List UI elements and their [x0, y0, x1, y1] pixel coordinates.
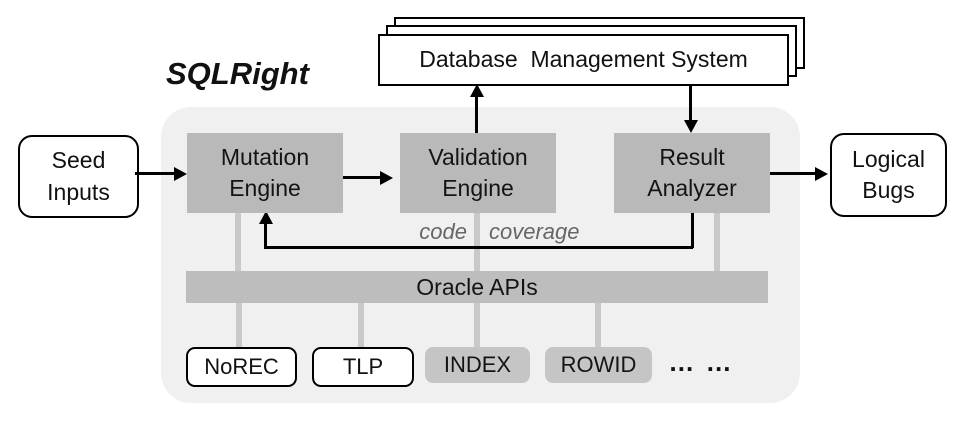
arrow-validation-to-dbms-head: [469, 84, 484, 97]
validation-engine-box: Validation Engine: [400, 133, 556, 213]
arrow-dbms-to-result-line: [689, 84, 692, 121]
oracle-tlp-label: TLP: [342, 354, 384, 379]
seed-inputs-box: Seed Inputs: [18, 135, 139, 218]
result-analyzer-label: Result Analyzer: [647, 143, 737, 201]
oracle-rowid-box: ROWID: [545, 347, 652, 383]
arrow-seed-to-mutation-head: [174, 166, 187, 181]
oracle-norec-box: NoREC: [186, 347, 297, 387]
mutation-engine-label: Mutation Engine: [220, 143, 310, 201]
oracle-rowid-label: ROWID: [560, 352, 637, 377]
logical-bugs-box: Logical Bugs: [830, 133, 947, 217]
stub-bar-to-rowid: [595, 303, 601, 347]
arrow-mutation-to-validation-line: [343, 176, 382, 179]
oracle-index-label: INDEX: [443, 352, 512, 377]
oracle-index-box: INDEX: [425, 347, 530, 383]
stub-result-to-bar: [714, 213, 720, 271]
oracle-tlp-box: TLP: [312, 347, 414, 387]
oracle-apis-label: Oracle APIs: [416, 273, 538, 300]
stub-bar-to-tlp: [358, 303, 364, 347]
feedback-line-right-vertical: [691, 213, 694, 248]
oracle-more-ellipsis: … …: [668, 346, 734, 377]
validation-engine-label: Validation Engine: [428, 143, 528, 201]
oracle-norec-label: NoREC: [204, 354, 279, 379]
arrow-validation-to-dbms-line: [475, 94, 478, 133]
mutation-engine-box: Mutation Engine: [187, 133, 343, 213]
dbms-label: Database Management System: [419, 46, 748, 73]
stub-bar-to-norec: [236, 303, 242, 347]
oracle-apis-bar: Oracle APIs: [186, 271, 768, 303]
stub-mutation-to-bar: [235, 213, 241, 271]
arrow-mutation-to-validation-head: [380, 170, 393, 185]
arrow-result-to-logical-line: [770, 172, 817, 175]
dbms-box: Database Management System: [378, 34, 789, 86]
feedback-label-code: code: [419, 219, 467, 244]
feedback-label-coverage: coverage: [489, 219, 580, 244]
stub-validation-to-bar: [474, 213, 480, 271]
arrow-result-to-logical-head: [815, 166, 828, 181]
diagram-title: SQLRight: [166, 56, 309, 91]
logical-bugs-label: Logical Bugs: [852, 145, 925, 203]
arrow-dbms-to-result-head: [683, 120, 698, 133]
stub-bar-to-index: [474, 303, 480, 347]
feedback-line-horizontal: [264, 246, 693, 249]
arrow-seed-to-mutation-line: [135, 172, 176, 175]
seed-inputs-label: Seed Inputs: [47, 147, 110, 205]
feedback-line-left-vertical: [264, 222, 267, 248]
result-analyzer-box: Result Analyzer: [614, 133, 770, 213]
feedback-arrow-head: [258, 211, 273, 224]
